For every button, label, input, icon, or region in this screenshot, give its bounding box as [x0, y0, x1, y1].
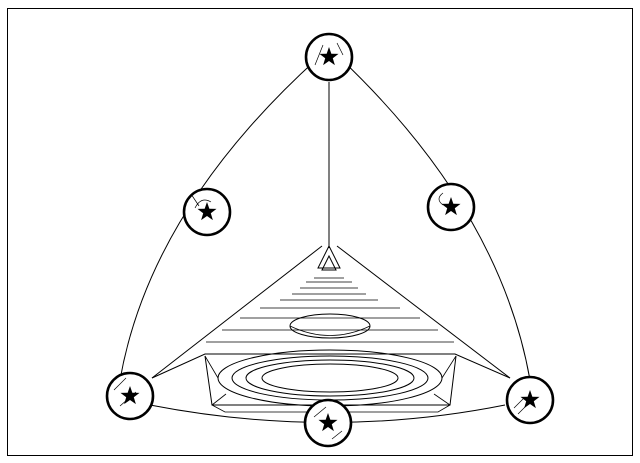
- marker-upper-right: [428, 184, 474, 230]
- inner-left-line: [152, 246, 322, 378]
- marker-top: [306, 34, 352, 80]
- marker-bottom-left: [107, 373, 153, 419]
- stage-layers: [206, 246, 454, 342]
- marker-upper-left: [184, 189, 230, 235]
- marker-bottom-right: [507, 377, 553, 423]
- inner-right-line: [337, 246, 510, 378]
- marker-bottom-center: [305, 400, 351, 446]
